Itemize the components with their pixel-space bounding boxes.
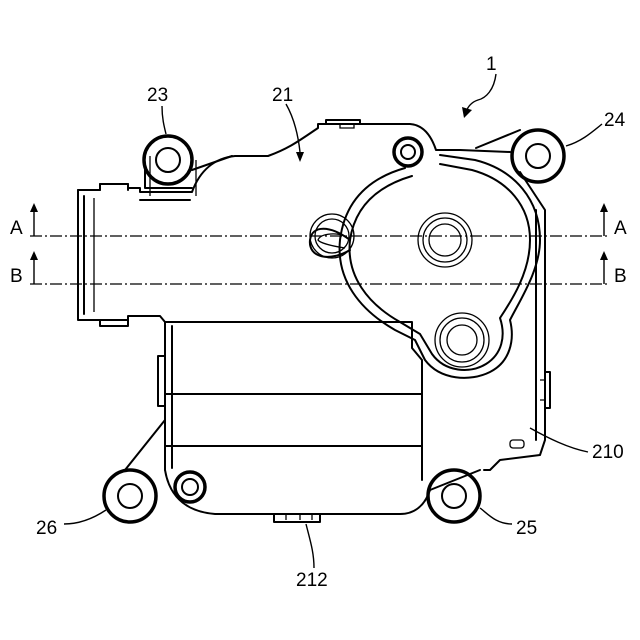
label-boss-top-left: 23 <box>147 85 168 106</box>
label-bottom-tab: 212 <box>296 570 328 591</box>
label-boss-bottom-left: 26 <box>36 518 57 539</box>
section-b-left-label: B <box>10 266 23 287</box>
bottom-screw <box>175 472 205 502</box>
lower-case-body <box>125 322 480 514</box>
section-a-left-label: A <box>10 218 23 239</box>
boss-25 <box>428 470 480 522</box>
boss-26 <box>104 470 156 522</box>
label-boss-bottom-right: 25 <box>516 518 537 539</box>
top-screw <box>394 138 422 166</box>
housing-outline <box>78 120 510 326</box>
gear-housing <box>310 155 540 378</box>
label-boss-top-right: 24 <box>604 110 626 131</box>
label-assembly: 1 <box>486 54 497 75</box>
boss-24 <box>512 130 564 182</box>
label-housing: 21 <box>272 85 293 106</box>
lower-shaft <box>435 313 489 367</box>
label-case-wall: 210 <box>592 442 624 463</box>
section-b-right-label: B <box>614 266 627 287</box>
center-shaft <box>418 213 472 267</box>
bottom-tab <box>274 514 320 522</box>
section-a-right-label: A <box>614 218 627 239</box>
boss-23 <box>144 136 192 188</box>
